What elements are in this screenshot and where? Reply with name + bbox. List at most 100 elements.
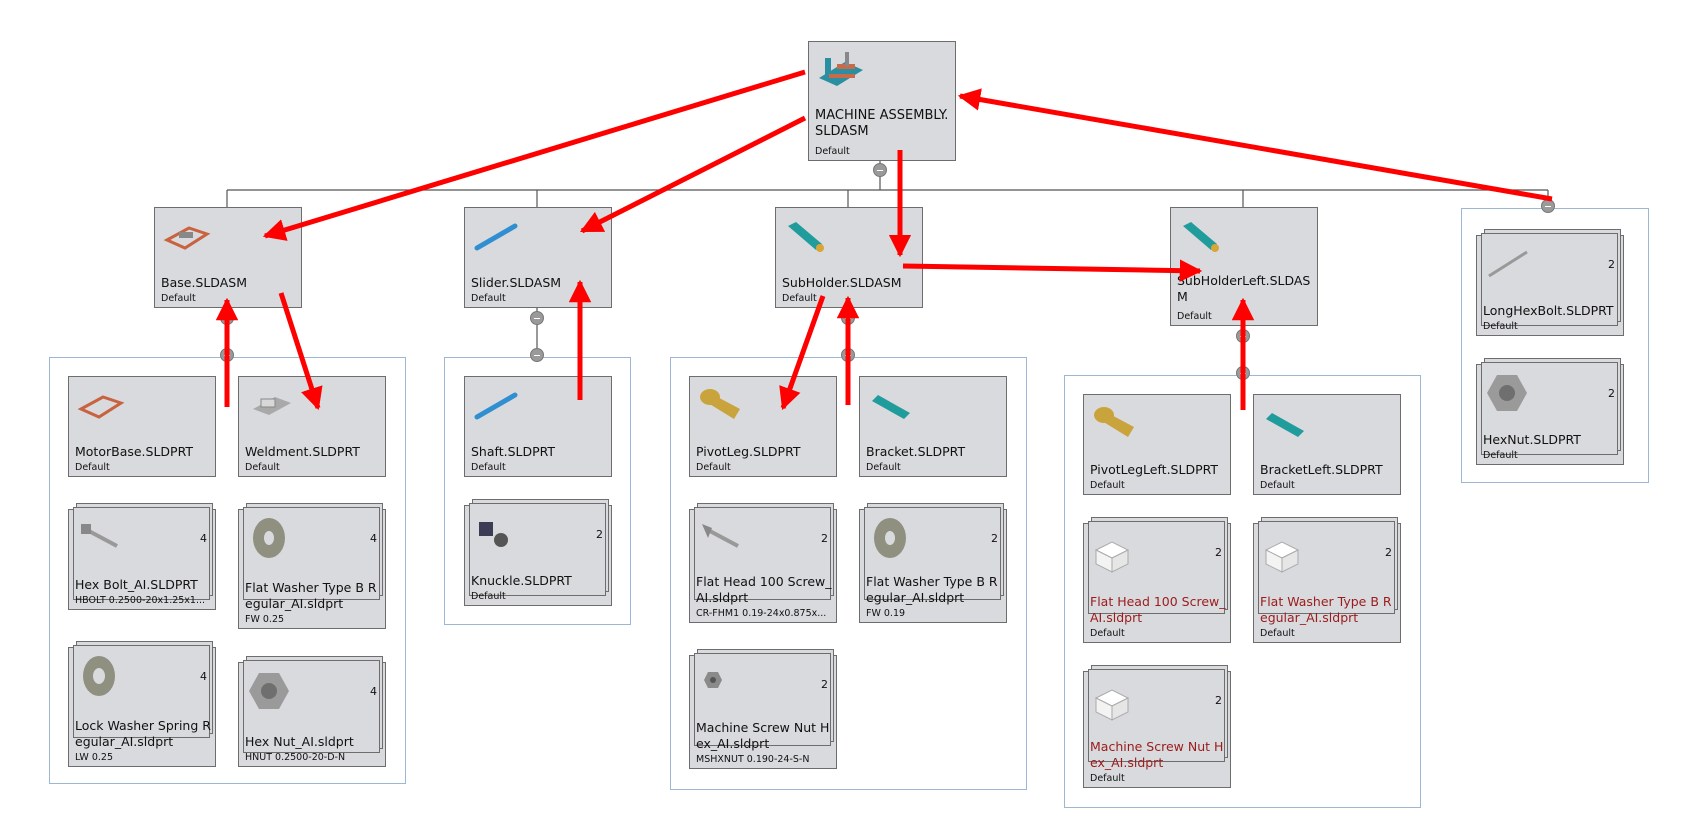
weldment-icon (253, 397, 291, 415)
subholderleft-assembly-config: Default (1177, 311, 1212, 322)
root-name: MACHINE ASSEMBLY.SLDASM (815, 108, 949, 139)
flathead-left-part-node[interactable]: 2 Flat Head 100 Screw_AI.sldprt Default (1083, 517, 1231, 643)
lockwasher-name: Lock Washer Spring Regular_AI.sldprt (75, 718, 211, 749)
shaft-name: Shaft.SLDPRT (471, 444, 556, 459)
collapse-button-base-group[interactable] (220, 348, 234, 362)
collapse-button-subholder-group[interactable] (841, 348, 855, 362)
flathead-sub-quantity: 2 (821, 532, 828, 545)
flatwasher-base-part-node[interactable]: 4 Flat Washer Type B Regular_AI.sldprt F… (238, 503, 386, 629)
collapse-button-slider-group[interactable] (530, 348, 544, 362)
arrow-root-to-slider (579, 115, 807, 234)
lockwasher-config: LW 0.25 (75, 752, 113, 763)
flathead-sub-part-node[interactable]: 2 Flat Head 100 Screw_AI.sldprt CR-FHM1 … (689, 503, 837, 623)
weldment-part-node[interactable]: Weldment.SLDPRT Default (238, 376, 386, 477)
pivot-leg-icon (700, 389, 740, 419)
root-config: Default (815, 146, 850, 157)
hexnut-base-quantity: 4 (370, 685, 377, 698)
collapse-button-base[interactable] (220, 311, 234, 325)
subholder-assembly-node[interactable]: SubHolder.SLDASM Default (775, 207, 923, 308)
knuckle-name: Knuckle.SLDPRT (471, 573, 572, 588)
base-assembly-name: Base.SLDASM (161, 275, 247, 290)
hex-nut-icon (249, 673, 289, 709)
hexbolt-name: Hex Bolt_AI.SLDPRT (75, 577, 198, 592)
shaft-config: Default (471, 462, 506, 473)
pivotlegleft-name: PivotLegLeft.SLDPRT (1090, 462, 1219, 477)
motorbase-icon (77, 395, 125, 419)
base-assembly-config: Default (161, 293, 196, 304)
motorbase-config: Default (75, 462, 110, 473)
collapse-button-root-parts[interactable] (1541, 199, 1555, 213)
hexbolt-config: HBOLT 0.2500-20x1.25x1... (75, 595, 206, 606)
placeholder-part-icon (1264, 541, 1300, 573)
pivotleg-name: PivotLeg.SLDPRT (696, 444, 801, 459)
collapse-button-root[interactable] (873, 163, 887, 177)
hexnut-base-config: HNUT 0.2500-20-D-N (245, 752, 346, 763)
flatwasher-left-quantity: 2 (1385, 546, 1392, 559)
base-assembly-node[interactable]: Base.SLDASM Default (154, 207, 302, 308)
machine-screw-nut-icon (704, 672, 722, 688)
flathead-sub-config: CR-FHM1 0.19-24x0.875x... (696, 608, 827, 619)
collapse-button-subholderleft-group[interactable] (1236, 366, 1250, 380)
msnut-sub-quantity: 2 (821, 678, 828, 691)
flat-washer-icon (874, 518, 906, 558)
bracketleft-name: BracketLeft.SLDPRT (1260, 462, 1383, 477)
flat-head-screw-icon (702, 524, 739, 548)
placeholder-part-icon (1094, 689, 1130, 721)
collapse-button-slider[interactable] (530, 311, 544, 325)
flatwasher-left-part-node[interactable]: 2 Flat Washer Type B Regular_AI.sldprt D… (1253, 517, 1401, 643)
motorbase-name: MotorBase.SLDPRT (75, 444, 194, 459)
root-assembly-node[interactable]: MACHINE ASSEMBLY.SLDASM Default (808, 41, 956, 161)
pivotleg-config: Default (696, 462, 731, 473)
root-parts-group (1461, 208, 1649, 483)
longhexbolt-name: LongHexBolt.SLDPRT (1483, 303, 1614, 318)
flatwasher-base-config: FW 0.25 (245, 614, 285, 625)
slider-assembly-name: Slider.SLDASM (471, 275, 562, 290)
pivotleg-part-node[interactable]: PivotLeg.SLDPRT Default (689, 376, 837, 477)
knuckle-icon (479, 522, 508, 547)
flatwasher-sub-name: Flat Washer Type B Regular_AI.sldprt (866, 574, 998, 605)
flatwasher-base-quantity: 4 (370, 532, 377, 545)
flat-washer-icon (253, 518, 285, 558)
motorbase-part-node[interactable]: MotorBase.SLDPRT Default (68, 376, 216, 477)
subholder-assembly-name: SubHolder.SLDASM (782, 275, 902, 290)
collapse-button-subholder[interactable] (841, 311, 855, 325)
shaft-icon (474, 392, 518, 420)
hexnut-root-part-node[interactable]: 2 HexNut.SLDPRT Default (1476, 358, 1624, 465)
hexbolt-part-node[interactable]: 4 Hex Bolt_AI.SLDPRT HBOLT 0.2500-20x1.2… (68, 503, 216, 610)
hexnut-root-config: Default (1483, 450, 1518, 461)
bracket-part-node[interactable]: Bracket.SLDPRT Default (859, 376, 1007, 477)
pivot-leg-left-icon (1094, 407, 1134, 437)
hex-bolt-icon (81, 524, 118, 548)
bracket-config: Default (866, 462, 901, 473)
machine-assembly-icon (819, 52, 863, 86)
msnut-left-part-node[interactable]: 2 Machine Screw Nut Hex_AI.sldprt Defaul… (1083, 665, 1231, 788)
msnut-sub-config: MSHXNUT 0.190-24-S-N (696, 754, 810, 765)
hexnut-base-part-node[interactable]: 4 Hex Nut_AI.sldprt HNUT 0.2500-20-D-N (238, 656, 386, 767)
collapse-button-subholderleft[interactable] (1236, 329, 1250, 343)
flathead-left-quantity: 2 (1215, 546, 1222, 559)
slider-assembly-node[interactable]: Slider.SLDASM Default (464, 207, 612, 308)
arrow-subholder-to-subholderleft (902, 259, 1203, 282)
bracket-name: Bracket.SLDPRT (866, 444, 966, 459)
placeholder-part-icon (1094, 541, 1130, 573)
flatwasher-base-name: Flat Washer Type B Regular_AI.sldprt (245, 580, 377, 611)
longhexbolt-part-node[interactable]: 2 LongHexBolt.SLDPRT Default (1476, 229, 1624, 336)
longhexbolt-config: Default (1483, 321, 1518, 332)
subholderleft-assembly-node[interactable]: SubHolderLeft.SLDASM Default (1170, 207, 1318, 326)
knuckle-part-node[interactable]: 2 Knuckle.SLDPRT Default (464, 499, 612, 606)
msnut-sub-part-node[interactable]: 2 Machine Screw Nut Hex_AI.sldprt MSHXNU… (689, 649, 837, 769)
flatwasher-left-config: Default (1260, 628, 1295, 639)
slider-assembly-icon (474, 223, 518, 251)
pivotlegleft-config: Default (1090, 480, 1125, 491)
subholder-assembly-icon (788, 222, 824, 252)
lockwasher-part-node[interactable]: 4 Lock Washer Spring Regular_AI.sldprt L… (68, 641, 216, 767)
subholder-assembly-config: Default (782, 293, 817, 304)
flatwasher-sub-part-node[interactable]: 2 Flat Washer Type B Regular_AI.sldprt F… (859, 503, 1007, 623)
shaft-part-node[interactable]: Shaft.SLDPRT Default (464, 376, 612, 477)
pivotlegleft-part-node[interactable]: PivotLegLeft.SLDPRT Default (1083, 394, 1231, 495)
flathead-left-name: Flat Head 100 Screw_AI.sldprt (1090, 594, 1226, 625)
lock-washer-icon (83, 656, 115, 696)
lockwasher-quantity: 4 (200, 670, 207, 683)
bracketleft-part-node[interactable]: BracketLeft.SLDPRT Default (1253, 394, 1401, 495)
